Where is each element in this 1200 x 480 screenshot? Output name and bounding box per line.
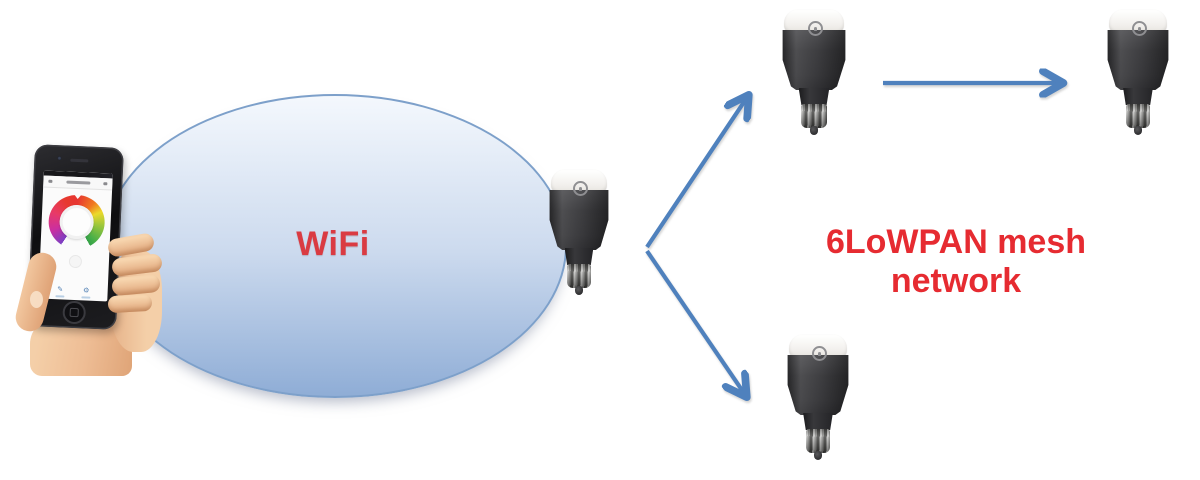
bulb-neck [803, 413, 833, 430]
bulb-logo-icon [808, 21, 823, 36]
smart-bulb-gateway [549, 169, 609, 300]
smart-bulb-mesh-top-right [1107, 9, 1169, 142]
mesh-network-label: 6LoWPAN mesh network [825, 223, 1087, 300]
bulb-screw-base [567, 264, 591, 288]
bulb-logo-icon [1132, 21, 1147, 36]
bulb-body [787, 355, 849, 415]
bulb-contact-tip [813, 451, 823, 460]
bulb-neck [564, 248, 594, 265]
bulb-neck [798, 88, 830, 105]
smart-bulb-mesh-top-left [782, 9, 846, 139]
bulb-contact-tip [809, 126, 819, 135]
bulb-screw-base [1125, 104, 1151, 128]
arrow-gateway-to-top [645, 96, 748, 249]
bulb-neck [1123, 88, 1153, 105]
arrow-gateway-to-bottom [645, 249, 746, 396]
smart-bulb-mesh-bottom [787, 334, 849, 462]
wifi-coverage-ellipse [103, 94, 567, 398]
wifi-label: WiFi [296, 225, 370, 263]
bulb-screw-base [805, 429, 831, 453]
bulb-screw-base [801, 104, 827, 128]
bulb-body [549, 190, 609, 250]
bulb-body [782, 30, 846, 90]
bulb-logo-icon [812, 346, 827, 361]
bulb-contact-tip [574, 286, 584, 295]
thumb-nail [30, 291, 43, 308]
bulb-body [1107, 30, 1169, 90]
bulb-contact-tip [1133, 126, 1143, 135]
bulb-logo-icon [573, 181, 588, 196]
